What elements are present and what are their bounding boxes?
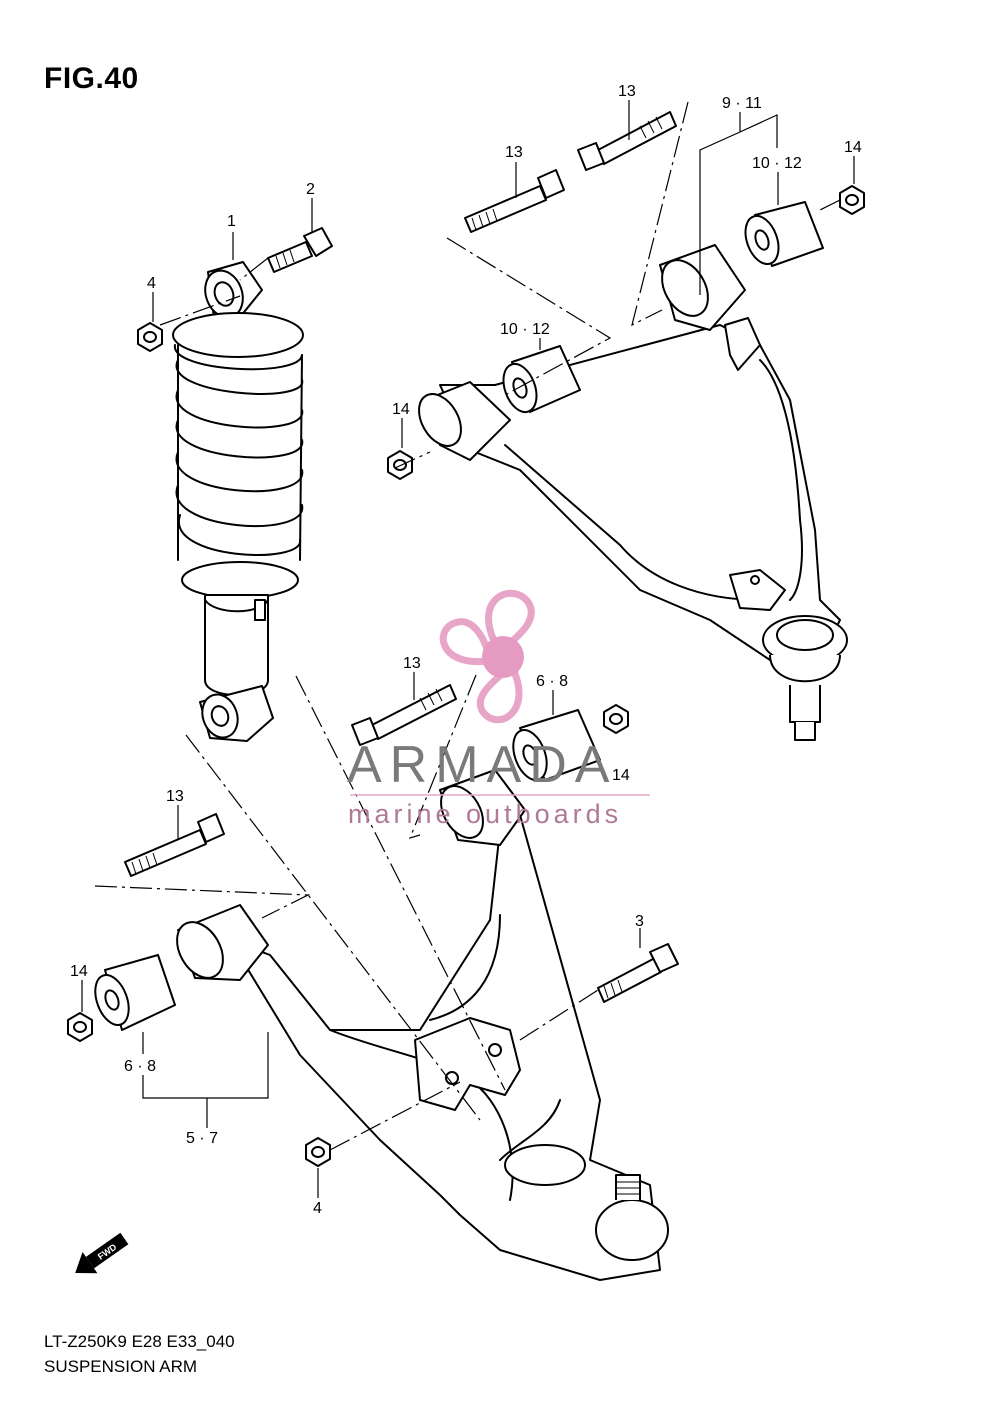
nut-14-a — [387, 450, 413, 480]
callout-13-b: 13 — [505, 144, 523, 161]
callout-3: 3 — [635, 913, 644, 930]
callout-4-upper: 4 — [147, 275, 156, 292]
figure-title: FIG.40 — [44, 62, 139, 95]
callout-14-b: 14 — [392, 401, 410, 418]
shock-absorber — [172, 261, 304, 742]
callouts: 1 2 4 13 13 9 · 11 10 · 12 14 10 · 12 14… — [70, 83, 862, 1217]
callout-13-c: 13 — [403, 655, 421, 672]
bushing-6-8-front — [94, 954, 176, 1031]
callout-10-12-rear: 10 · 12 — [752, 155, 802, 172]
bolt-2 — [267, 227, 333, 273]
nut-4-upper — [137, 322, 163, 352]
callout-14-c: 14 — [612, 767, 630, 784]
center-lines — [94, 101, 841, 1151]
bolt-13-c — [351, 684, 457, 746]
watermark-brand: ARMADA — [347, 736, 617, 794]
leader-lines — [81, 100, 855, 1198]
callout-13-d: 13 — [166, 788, 184, 805]
callout-2: 2 — [306, 181, 315, 198]
nut-14-b — [839, 185, 865, 215]
section-name: SUSPENSION ARM — [44, 1357, 198, 1376]
callout-13-a: 13 — [618, 83, 636, 100]
callout-4-lower: 4 — [313, 1200, 322, 1217]
bolt-13-a — [464, 169, 565, 233]
watermark-subtitle: marine outboards — [348, 799, 622, 829]
bushing-6-8-rear — [512, 709, 601, 781]
bushing-10-12-rear — [744, 201, 824, 267]
lower-arm — [176, 769, 669, 1281]
callout-6-8-front: 6 · 8 — [124, 1058, 156, 1075]
callout-14-a: 14 — [844, 139, 862, 156]
nut-14-c — [67, 1012, 93, 1042]
callout-10-12-front: 10 · 12 — [500, 321, 550, 338]
callout-6-8-rear: 6 · 8 — [536, 673, 568, 690]
bolt-13-b — [577, 111, 677, 171]
bushing-10-12-front — [502, 345, 581, 414]
nut-4-lower — [305, 1137, 331, 1167]
bolt-13-d — [124, 813, 225, 877]
callout-5-7: 5 · 7 — [186, 1130, 218, 1147]
callout-1: 1 — [227, 213, 236, 230]
fwd-arrow-icon: FWD — [75, 1232, 129, 1274]
bolt-3 — [597, 943, 679, 1003]
callout-9-11: 9 · 11 — [722, 95, 762, 112]
upper-arm — [418, 244, 848, 741]
model-code: LT-Z250K9 E28 E33_040 — [44, 1332, 235, 1351]
propeller-logo-icon — [439, 589, 535, 724]
nut-14-d — [603, 704, 629, 734]
callout-14-d: 14 — [70, 963, 88, 980]
